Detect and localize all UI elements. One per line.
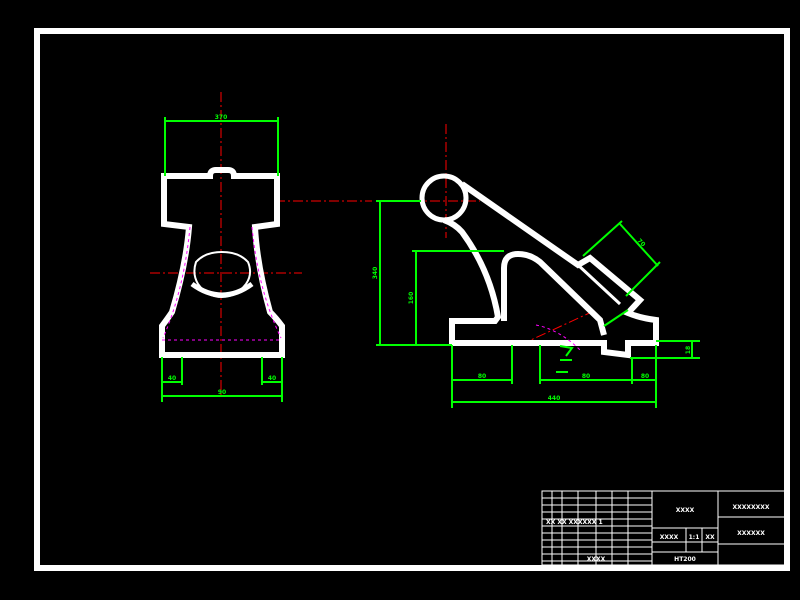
dim-angled-face: 70 [582, 220, 661, 327]
side-view-outline [442, 181, 659, 359]
title-date: XXXX [587, 556, 606, 563]
title-company: XXXXXXXX [732, 504, 769, 511]
dim-bottom-width-label: 90 [218, 389, 226, 396]
dim-top-width-label: 370 [215, 114, 228, 121]
title-block: XXXX XXXXXXXX XXXXXX XXXX 1:1 XX HT200 X… [541, 490, 786, 566]
side-boss [419, 173, 469, 223]
dim-base-thickness: 18 [630, 340, 700, 359]
title-sheet: XX [705, 534, 715, 541]
side-view: 340 160 70 18 [372, 124, 700, 408]
dim-base-thickness-label: 18 [685, 346, 692, 354]
dim-overall-length-label: 440 [548, 395, 561, 402]
title-drawing-number: XXXXXX [737, 530, 765, 537]
title-scale: XXXX [660, 534, 679, 541]
dim-left-base-label: 80 [478, 373, 486, 380]
dim-side-vertical: 340 160 [372, 200, 504, 346]
dim-right-base-label: 80 [641, 373, 649, 380]
dim-mid-height-label: 160 [408, 292, 415, 305]
title-scale-value: 1:1 [689, 534, 700, 541]
dim-side-bottom: 80 80 80 440 [451, 345, 657, 408]
front-view-outline [159, 167, 285, 358]
front-bore [193, 250, 252, 299]
dim-angled-face-label: 70 [636, 238, 647, 249]
dim-right-boss-label: 40 [268, 375, 276, 382]
dim-front-bottom: 40 40 90 [161, 357, 283, 402]
dim-left-boss-label: 40 [168, 375, 176, 382]
title-material: HT200 [674, 556, 696, 563]
title-designer-row: XX XX XXXXXX 1 [546, 519, 603, 526]
dim-middle-base-label: 80 [582, 373, 590, 380]
front-view: 370 40 40 90 [150, 92, 372, 402]
title-drawing-name: XXXX [676, 507, 695, 514]
dim-top-width: 370 [164, 114, 279, 176]
sheet-border [34, 28, 790, 571]
dim-overall-height-label: 340 [372, 267, 379, 280]
